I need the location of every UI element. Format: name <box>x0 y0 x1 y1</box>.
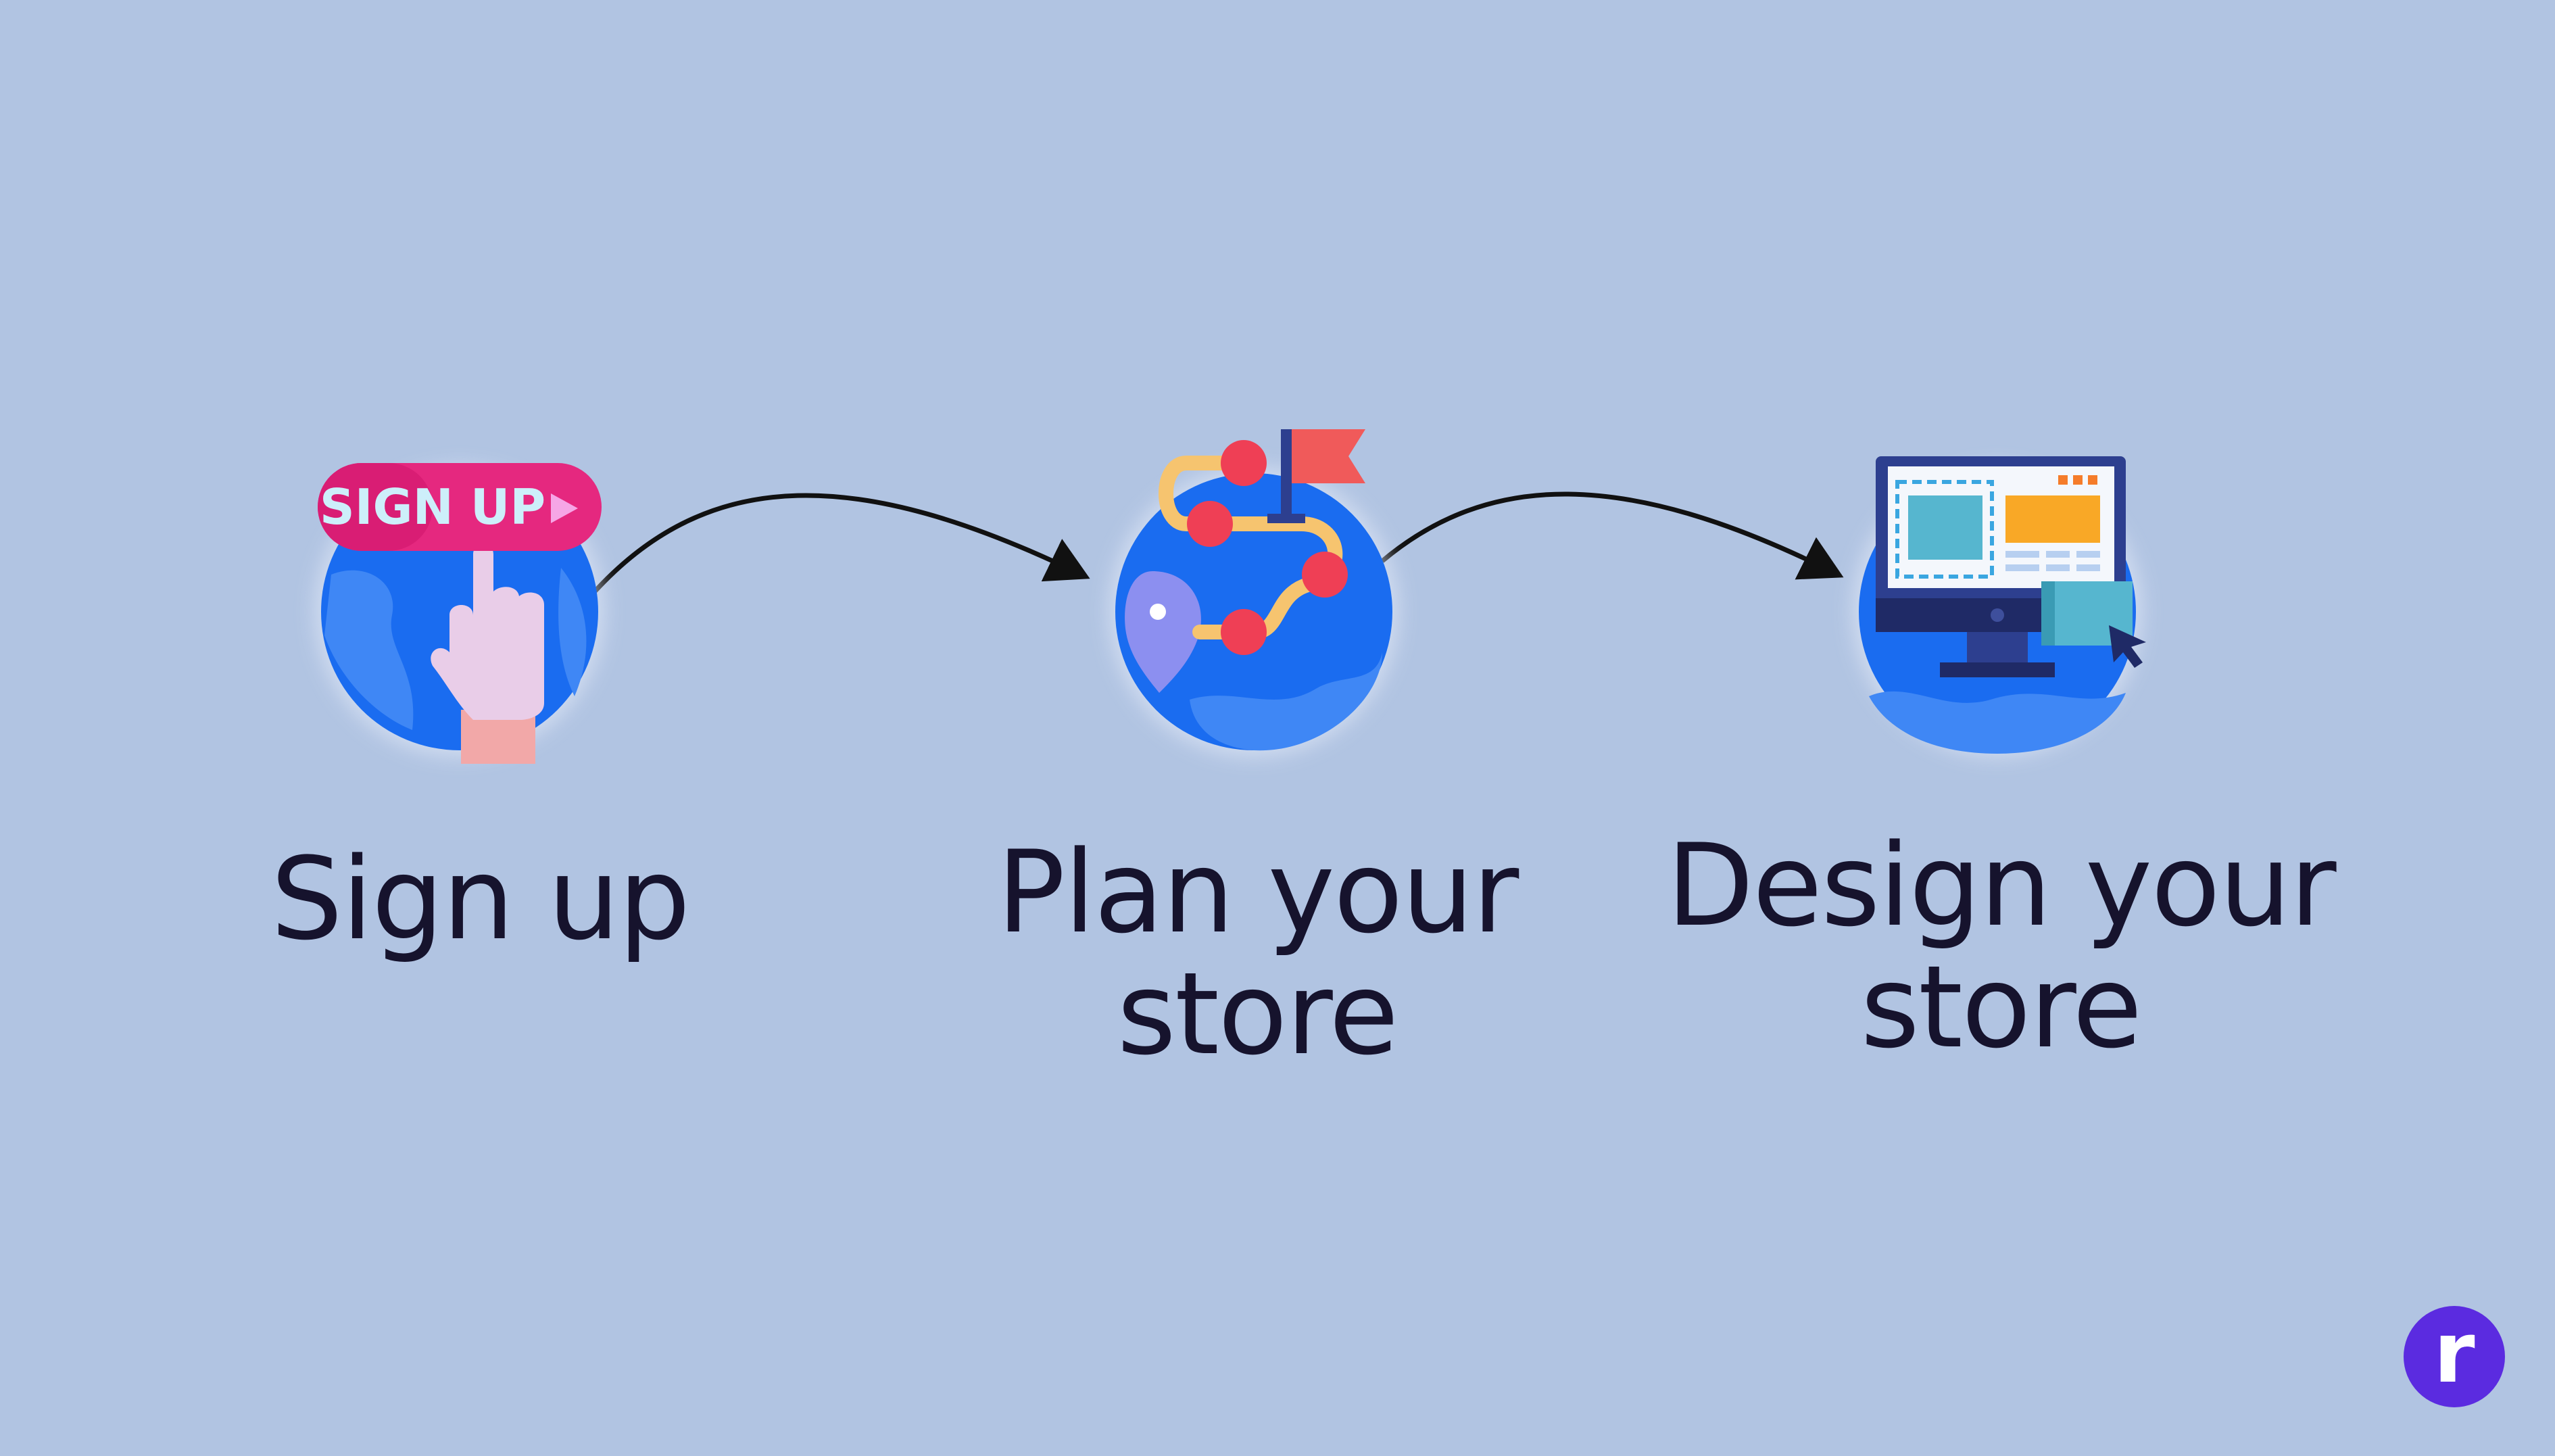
step-label-line: store <box>1860 941 2143 1073</box>
step-label-line: Sign up <box>270 833 691 965</box>
step-label-sign-up: Sign up <box>243 838 716 960</box>
step-label-line: Design your <box>1666 819 2336 952</box>
step-label-line: Plan your <box>996 826 1519 958</box>
arrow-plan-to-design <box>1380 491 1844 580</box>
web-design-monitor-icon <box>1852 456 2166 767</box>
step-label-plan-your-store: Plan your store <box>980 831 1534 1075</box>
sign-up-icon: SIGN UP <box>304 446 615 764</box>
brand-logo-icon: r <box>2404 1306 2505 1407</box>
sign-up-badge-text: SIGN UP <box>320 479 545 535</box>
step-label-design-your-store: Design your store <box>1663 825 2339 1068</box>
brand-logo-letter: r <box>2433 1305 2475 1402</box>
step-label-line: store <box>1117 948 1399 1080</box>
arrow-signup-to-plan <box>593 493 1090 593</box>
roadmap-icon <box>1098 429 1409 757</box>
